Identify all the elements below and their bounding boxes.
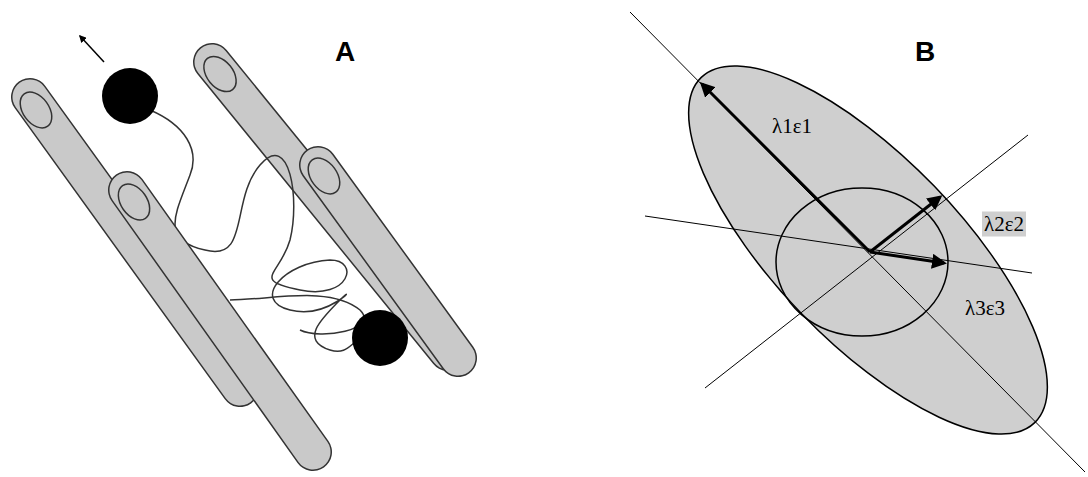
- rod: [14, 86, 240, 388]
- motion-arrow: [80, 36, 104, 62]
- axis-line: [645, 216, 1032, 273]
- panel-letter: A: [335, 36, 355, 68]
- axis-label: λ1ε1: [770, 114, 814, 139]
- bead: [102, 68, 158, 124]
- panel-letter: B: [915, 36, 935, 68]
- bead: [352, 310, 408, 366]
- polymer-chain: [150, 110, 358, 351]
- axis-line: [630, 12, 1085, 472]
- axis-line: [705, 135, 1028, 388]
- eigen-vector: [870, 252, 944, 263]
- eigen-vector: [702, 84, 870, 252]
- axis-label: λ3ε3: [963, 296, 1007, 321]
- axis-label: λ2ε2: [982, 212, 1026, 237]
- rod: [112, 178, 313, 452]
- eigen-vector: [870, 197, 940, 252]
- tensor-ellipsoid: [635, 13, 1088, 477]
- cross-section: [776, 188, 948, 336]
- polymer-chain: [230, 296, 364, 334]
